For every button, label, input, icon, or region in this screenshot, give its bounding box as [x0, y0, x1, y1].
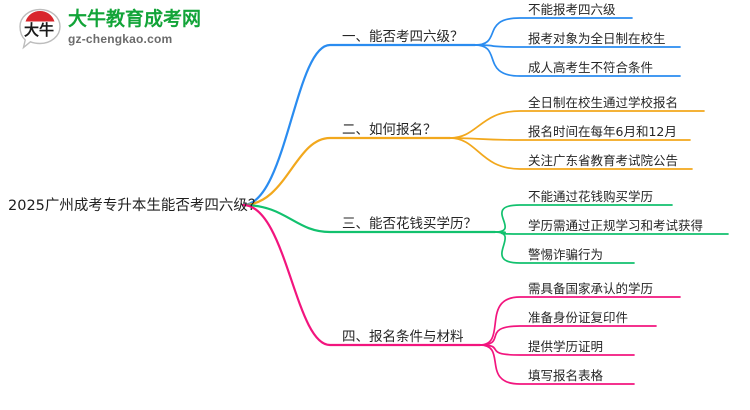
mindmap-leaf-label: 成人高考生不符合条件 [528, 60, 654, 75]
site-logo: 大牛 大牛教育成考网 gz-chengkao.com [18, 6, 208, 54]
mindmap-leaf-label: 准备身份证复印件 [528, 310, 629, 325]
mindmap-branch-label: 三、能否花钱买学历？ [342, 216, 477, 232]
logo-url: gz-chengkao.com [68, 32, 173, 46]
logo-mark-icon: 大牛 [19, 8, 61, 50]
mindmap-leaf-label: 不能通过花钱购买学历 [528, 189, 654, 204]
mindmap-leaf-label: 警惕诈骗行为 [528, 247, 604, 262]
mindmap-leaf-label: 关注广东省教育考试院公告 [528, 153, 679, 168]
mindmap-branch-label: 一、能否考四六级？ [342, 29, 464, 45]
mindmap-leaf-label: 需具备国家承认的学历 [528, 281, 654, 296]
mindmap-branch-label: 二、如何报名？ [342, 122, 437, 138]
mindmap-leaf-label: 报名时间在每年6月和12月 [528, 124, 677, 139]
svg-text:大牛: 大牛 [24, 21, 54, 39]
logo-wordmark: 大牛教育成考网 gz-chengkao.com [68, 8, 208, 47]
mindmap-leaf-label: 学历需通过正规学习和考试获得 [528, 218, 704, 233]
mindmap-leaf-label: 不能报考四六级 [528, 2, 616, 17]
mindmap-leaf-label: 报考对象为全日制在校生 [528, 31, 666, 46]
mindmap-branch-label: 四、报名条件与材料 [342, 329, 464, 345]
logo-name-cn: 大牛教育成考网 [68, 8, 202, 30]
mindmap-root-label: 2025广州成考专升本生能否考四六级？ [8, 198, 263, 214]
mindmap-leaf-label: 填写报名表格 [528, 368, 604, 383]
mindmap-leaf-label: 提供学历证明 [528, 339, 604, 354]
mindmap-leaf-label: 全日制在校生通过学校报名 [528, 95, 679, 110]
